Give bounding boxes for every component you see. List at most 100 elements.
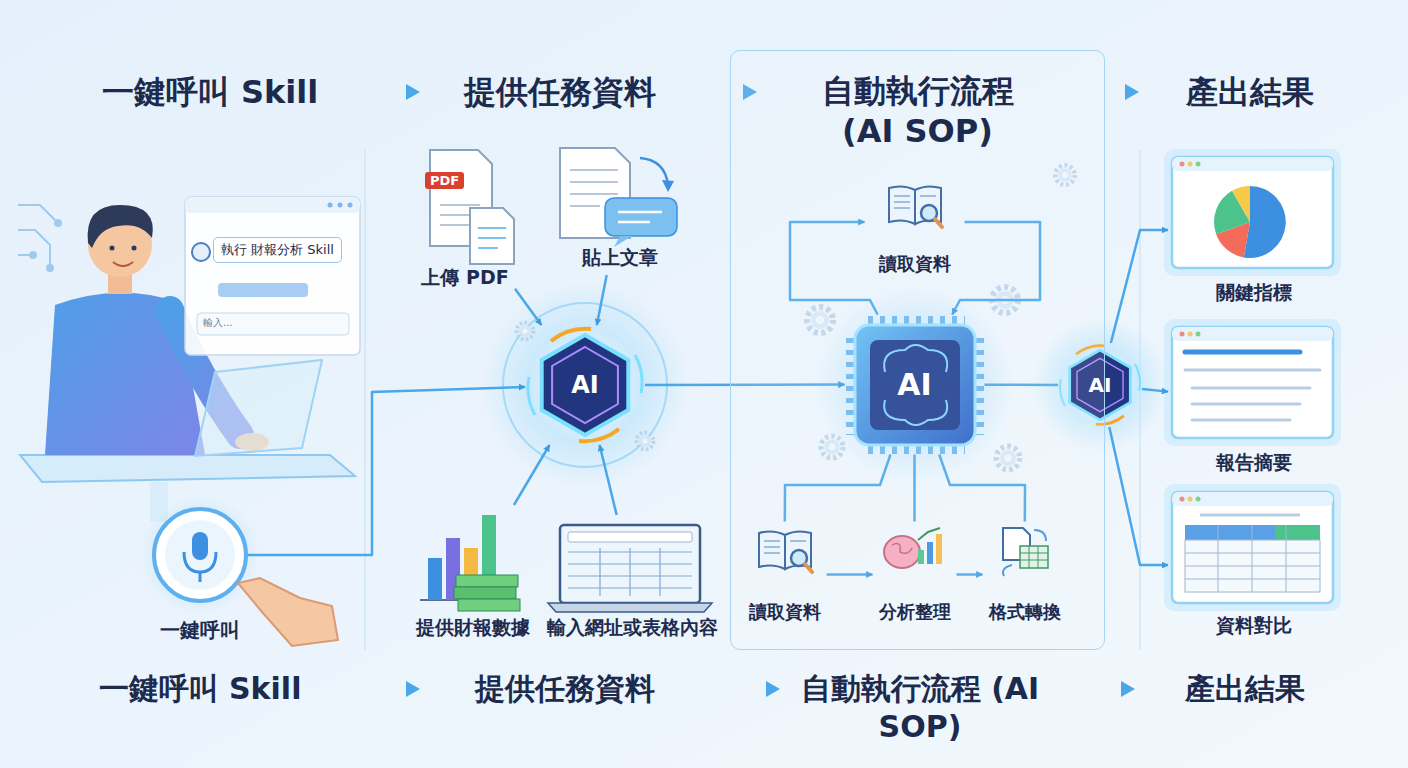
- node-label: 讀取資料: [879, 252, 951, 276]
- person: [110, 246, 115, 251]
- stage-heading: 自動執行流程 (AI SOP): [800, 670, 1040, 745]
- header-arrows: [1060, 687, 1123, 691]
- ai-chip: AI: [845, 315, 985, 455]
- result-windows: [1172, 327, 1333, 438]
- pdf-icon: [470, 208, 514, 264]
- result-window: 資料對比: [1168, 488, 1340, 643]
- person: [20, 455, 355, 482]
- chat-window-frame: [185, 197, 360, 213]
- chat-window-frame: [185, 197, 360, 355]
- mic-button: 一鍵呼叫: [152, 507, 248, 603]
- node-label: 輸入網址或表格內容: [547, 615, 718, 641]
- result-window: 關鍵指標: [1168, 150, 1340, 310]
- node-label: 分析整理: [879, 600, 951, 624]
- ai-hub-left: [637, 433, 654, 450]
- flow-connector: [600, 445, 617, 515]
- node-label: 關鍵指標: [1216, 280, 1292, 306]
- document-chat-icon: [560, 148, 677, 247]
- circuit-decoration: [18, 230, 50, 265]
- result-windows: [1172, 157, 1333, 268]
- result-windows: [1172, 492, 1333, 603]
- chat-window-frame: [192, 243, 210, 261]
- circuit-decoration: [18, 205, 61, 271]
- ai-hub: AI: [525, 325, 645, 445]
- pdf-icon: [478, 228, 506, 248]
- laptop-table-icon: [548, 603, 712, 612]
- node-label: 貼上文章: [582, 245, 658, 271]
- node-label: 讀取資料: [749, 600, 821, 624]
- flow-connector: [597, 275, 607, 325]
- result-window: 報告摘要: [1168, 320, 1340, 480]
- pie-chart: [1214, 186, 1286, 258]
- comparison-table: [1275, 525, 1320, 540]
- mic-button: [192, 532, 208, 560]
- ai-hub-left: [503, 303, 667, 467]
- comparison-table: [1185, 515, 1320, 592]
- laptop-table-icon: [560, 525, 700, 603]
- flow-connector: [1109, 427, 1168, 565]
- circuit-decoration: [30, 252, 36, 258]
- summary-lines: [1185, 352, 1320, 420]
- node-label: 執行 財報分析 Skill: [213, 237, 342, 263]
- node-label: AI: [1089, 373, 1112, 397]
- stage-heading: 一鍵呼叫 Skill: [40, 670, 360, 708]
- flow-connector: [515, 289, 541, 325]
- person: [88, 205, 153, 248]
- comparison-table: [1185, 525, 1320, 592]
- node-label: AI: [897, 367, 931, 402]
- person: [195, 360, 322, 456]
- summary-lines: [1192, 387, 1310, 390]
- result-windows: [1164, 149, 1341, 611]
- laptop-table-icon: [568, 532, 692, 542]
- chat-window-frame: [197, 313, 349, 335]
- chat-window-frame: [185, 197, 360, 355]
- summary-lines: [1185, 350, 1300, 355]
- mic-button: [154, 509, 246, 601]
- step-icon: 讀取資料: [865, 165, 965, 280]
- header-arrows: [345, 90, 408, 94]
- financial-data-icon: [454, 587, 516, 599]
- circuit-decoration: [18, 254, 30, 256]
- process-panel: 自動執行流程 (AI SOP)讀取資料AI讀取資料分析整理格式轉換: [730, 50, 1105, 650]
- input-icon: PDF上傳 PDF: [415, 145, 515, 295]
- separator-lines: [364, 150, 366, 650]
- header-arrows: [766, 681, 780, 697]
- person: [132, 246, 137, 251]
- circuit-decoration: [55, 220, 61, 226]
- mic-button: [140, 495, 260, 615]
- node-label: 一鍵呼叫: [160, 617, 240, 644]
- result-windows: [1164, 149, 1341, 276]
- chat-window: 執行 財報分析 Skill輸入...: [185, 197, 360, 355]
- financial-data-icon: [420, 515, 520, 611]
- document-chat-icon: [618, 212, 662, 222]
- node-label: 格式轉換: [989, 600, 1061, 624]
- input-icon: 提供財報數據: [405, 505, 540, 645]
- mic-button: [140, 495, 260, 615]
- circuit-decoration: [47, 265, 53, 271]
- result-windows: [1164, 319, 1341, 446]
- node-label: AI: [571, 371, 599, 399]
- document-chat-icon: [605, 198, 677, 236]
- node-label: 報告摘要: [1216, 450, 1292, 476]
- financial-data-icon: [458, 599, 520, 611]
- stage-heading: 產出結果: [1145, 670, 1345, 708]
- header-arrows: [1125, 84, 1139, 100]
- summary-lines: [1192, 419, 1290, 422]
- summary-lines: [1185, 369, 1320, 372]
- node-label: 資料對比: [1216, 613, 1292, 639]
- person: [113, 262, 133, 266]
- header-arrows: [406, 681, 420, 697]
- ai-hub-left: [528, 329, 642, 441]
- ai-hub-left: [517, 323, 534, 340]
- pointing-hand: [238, 578, 338, 646]
- chat-window-frame: [218, 283, 308, 297]
- ai-hub: AI: [1058, 343, 1142, 427]
- financial-data-icon: [456, 575, 518, 587]
- chat-window-frame: [338, 203, 343, 208]
- node-label: 上傳 PDF: [421, 265, 508, 291]
- input-icon: 輸入網址或表格內容: [541, 515, 724, 645]
- stage-heading: 產出結果: [1150, 72, 1350, 112]
- chat-window-frame: [328, 203, 333, 208]
